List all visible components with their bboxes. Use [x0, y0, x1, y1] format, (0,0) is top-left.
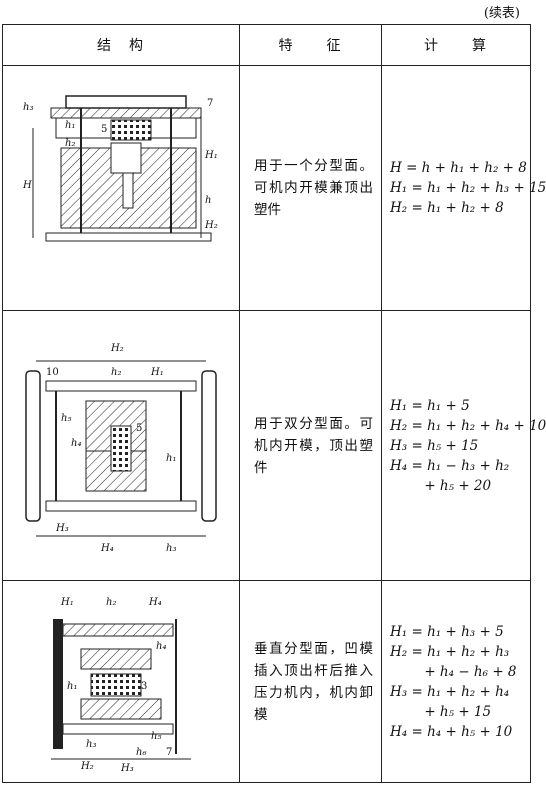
dim-label: h₃: [23, 102, 33, 113]
formula-line: + h₅ + 20: [390, 477, 492, 494]
dim-label: H₂: [204, 220, 218, 231]
dim-label: h₆: [136, 747, 146, 758]
header-structure: 结 构: [2, 24, 240, 66]
formula-line: H₁ = h₁ + h₃ + 5: [390, 623, 504, 640]
feature-text: 用于一个分型面。可机内开模兼顶出塑件: [239, 65, 382, 311]
dim-label: h₁: [67, 681, 77, 692]
formula-line: + h₄ − h₆ + 8: [390, 663, 517, 680]
continued-label: (续表): [483, 6, 520, 21]
formula-line: H₄ = h₁ − h₃ + h₂: [390, 457, 510, 474]
formula-cell: H = h + h₁ + h₂ + 8 H₁ = h₁ + h₂ + h₃ + …: [381, 65, 546, 311]
dim-label: 7: [166, 747, 172, 758]
formula-line: H₁ = h₁ + 5: [390, 397, 470, 414]
dim-label: h₅: [61, 413, 71, 424]
dim-label: 7: [207, 98, 213, 109]
dim-label: h₁: [166, 453, 176, 464]
table-row: H₂ 10 h₂ H₁ h₅ h₄ 5 h₁ H₃ H₄ h₃ 用于双分型面。可…: [2, 310, 546, 581]
feature-text: 用于双分型面。可机内开模，顶出塑件: [239, 310, 382, 581]
dim-label: H₂: [80, 761, 94, 772]
dim-label: H₁: [204, 150, 218, 161]
structure-diagram-3: H₁ h₂ H₄ h₄ h₁ 3 h₃ h₅ H₂ h₆ 7 H₃: [2, 580, 240, 783]
mold-drawing-2: H₂ 10 h₂ H₁ h₅ h₄ 5 h₁ H₃ H₄ h₃: [25, 343, 217, 554]
dim-label: h₂: [106, 597, 116, 608]
dim-label: H₃: [55, 523, 69, 534]
table-row: h₃ 7 H₁ h₂ H h H₂ h₁ 5 用于一个分型面。可机内开模兼顶出塑…: [2, 65, 546, 311]
dim-label: H₂: [110, 343, 124, 354]
dim-label: h: [205, 195, 211, 206]
formula-line: H₂ = h₁ + h₂ + h₃: [390, 643, 510, 660]
dim-label: h₃: [86, 739, 96, 750]
dim-label: H₄: [100, 543, 114, 554]
formula-line: H₄ = h₄ + h₅ + 10: [390, 723, 513, 740]
header-calc: 计 算: [381, 24, 531, 66]
dim-label: h₂: [65, 138, 75, 149]
header-features: 特 征: [239, 24, 382, 66]
dim-label: 5: [101, 124, 107, 135]
formula-line: H₁ = h₁ + h₂ + h₃ + 15: [390, 180, 546, 196]
formula-line: H₂ = h₁ + h₂ + h₄ + 10: [390, 417, 546, 434]
dim-label: 3: [141, 681, 147, 692]
dim-label: h₁: [65, 120, 75, 131]
formula-line: H = h + h₁ + h₂ + 8: [390, 160, 527, 176]
feature-text: 垂直分型面，凹模插入顶出杆后推入压力机内，机内卸模: [239, 580, 382, 783]
header-row: 结 构 特 征 计 算: [2, 24, 531, 66]
table-row: H₁ h₂ H₄ h₄ h₁ 3 h₃ h₅ H₂ h₆ 7 H₃ 垂直分型面，…: [2, 580, 531, 783]
dim-label: 5: [136, 423, 142, 434]
dim-label: H₄: [148, 597, 162, 608]
dim-label: h₂: [111, 367, 121, 378]
formula-line: H₂ = h₁ + h₂ + 8: [390, 200, 504, 216]
dim-label: h₄: [71, 438, 81, 449]
formula-line: H₃ = h₁ + h₂ + h₄: [390, 683, 510, 700]
formula-line: H₃ = h₅ + 15: [390, 437, 479, 454]
dim-label: H₁: [60, 597, 74, 608]
dim-label: h₅: [151, 731, 161, 742]
mold-spec-table: 结 构 特 征 计 算: [2, 24, 546, 783]
formula-line: + h₅ + 15: [390, 703, 492, 720]
dim-label: h₃: [166, 543, 176, 554]
dim-label: h₄: [156, 641, 166, 652]
formula-cell: H₁ = h₁ + 5 H₂ = h₁ + h₂ + h₄ + 10 H₃ = …: [381, 310, 546, 581]
dim-label: H: [22, 180, 32, 191]
mold-drawing-3: H₁ h₂ H₄ h₄ h₁ 3 h₃ h₅ H₂ h₆ 7 H₃: [51, 597, 191, 774]
structure-diagram-2: H₂ 10 h₂ H₁ h₅ h₄ 5 h₁ H₃ H₄ h₃: [2, 310, 240, 581]
formula-cell: H₁ = h₁ + h₃ + 5 H₂ = h₁ + h₂ + h₃ + h₄ …: [381, 580, 531, 783]
structure-diagram-1: h₃ 7 H₁ h₂ H h H₂ h₁ 5: [2, 65, 240, 311]
dim-label: H₁: [150, 367, 164, 378]
dim-label: 10: [46, 367, 59, 378]
mold-drawing-1: h₃ 7 H₁ h₂ H h H₂ h₁ 5: [22, 95, 218, 242]
dim-label: H₃: [120, 763, 134, 774]
